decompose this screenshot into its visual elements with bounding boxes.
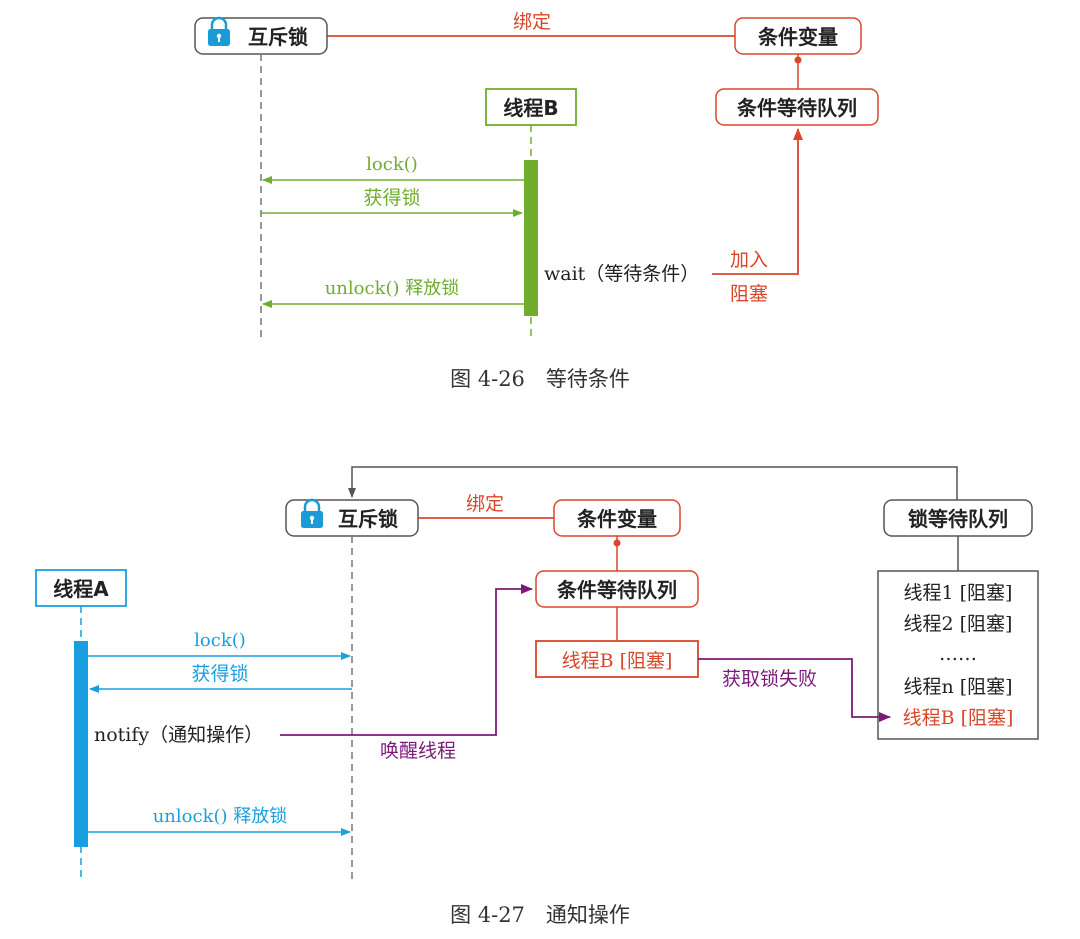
block-label: 阻塞	[730, 283, 768, 305]
padlock-icon	[208, 16, 230, 46]
lock-queue-list: 线程1 [阻塞] 线程2 [阻塞] …… 线程n [阻塞] 线程B [阻塞]	[877, 570, 1039, 740]
condvar-node-27: 条件变量	[553, 499, 681, 537]
thread-b-activation	[524, 160, 538, 316]
wait-label: wait（等待条件）	[544, 263, 699, 285]
acquire-fail-arrow	[698, 658, 891, 722]
acquire-label-27: 获得锁	[191, 663, 248, 685]
acquire-label: 获得锁	[363, 187, 420, 209]
mutex-node: 互斥锁	[194, 16, 328, 55]
wait-queue-label-27: 条件等待队列	[557, 578, 677, 602]
lock-call-label: lock()	[366, 154, 418, 175]
thread-a-node: 线程A	[35, 569, 127, 607]
thread-a-activation	[74, 641, 88, 847]
thread-b-blocked-label: 线程B [阻塞]	[562, 650, 673, 672]
queue-item-1: 线程1 [阻塞]	[904, 582, 1013, 604]
condvar-label: 条件变量	[758, 25, 838, 49]
wait-join-arrow	[712, 128, 803, 275]
thread-b-node: 线程B	[485, 88, 577, 126]
condvar-label-27: 条件变量	[577, 507, 657, 531]
padlock-icon	[301, 498, 323, 528]
thread-b-blocked-node: 线程B [阻塞]	[535, 640, 699, 678]
thread-a-label: 线程A	[53, 577, 109, 601]
connector-dot	[794, 56, 802, 64]
lock-call-label-27: lock()	[194, 630, 246, 651]
queue-to-mutex-line	[348, 466, 958, 500]
queue-item-n: 线程n [阻塞]	[903, 676, 1012, 698]
wait-queue-node: 条件等待队列	[715, 88, 879, 126]
bind-label: 绑定	[513, 11, 551, 33]
acquire-fail-label: 获取锁失败	[722, 668, 817, 690]
figure-4-26: 绑定 互斥锁 条件变量 条件等待队列	[194, 11, 879, 391]
join-label: 加入	[730, 249, 768, 271]
lock-wait-queue-label: 锁等待队列	[908, 507, 1008, 531]
unlock-label: unlock() 释放锁	[325, 278, 460, 299]
wake-arrow	[280, 584, 533, 736]
condvar-node: 条件变量	[734, 17, 862, 55]
caption-4-26: 图 4-26 等待条件	[450, 367, 630, 391]
queue-item-2: 线程2 [阻塞]	[904, 613, 1013, 635]
wait-queue-label: 条件等待队列	[737, 96, 857, 120]
queue-item-ellipsis: ……	[939, 643, 977, 665]
figure-4-27: 互斥锁 绑定 条件变量 条件等待队列 线程B [阻塞] 锁等待队列	[35, 466, 1039, 927]
mutex-node-27: 互斥锁	[285, 498, 419, 537]
mutex-label-27: 互斥锁	[338, 507, 398, 531]
caption-4-27: 图 4-27 通知操作	[450, 903, 630, 927]
lock-wait-queue-node: 锁等待队列	[883, 499, 1033, 537]
wake-label: 唤醒线程	[380, 740, 456, 762]
unlock-label-27: unlock() 释放锁	[153, 806, 288, 827]
queue-item-thread-b: 线程B [阻塞]	[903, 707, 1014, 729]
bind-label-27: 绑定	[466, 493, 504, 515]
notify-label: notify（通知操作）	[94, 724, 263, 746]
thread-b-label: 线程B	[503, 96, 558, 120]
connector-dot-27	[613, 539, 621, 547]
wait-queue-node-27: 条件等待队列	[535, 570, 699, 608]
mutex-label: 互斥锁	[248, 25, 308, 49]
